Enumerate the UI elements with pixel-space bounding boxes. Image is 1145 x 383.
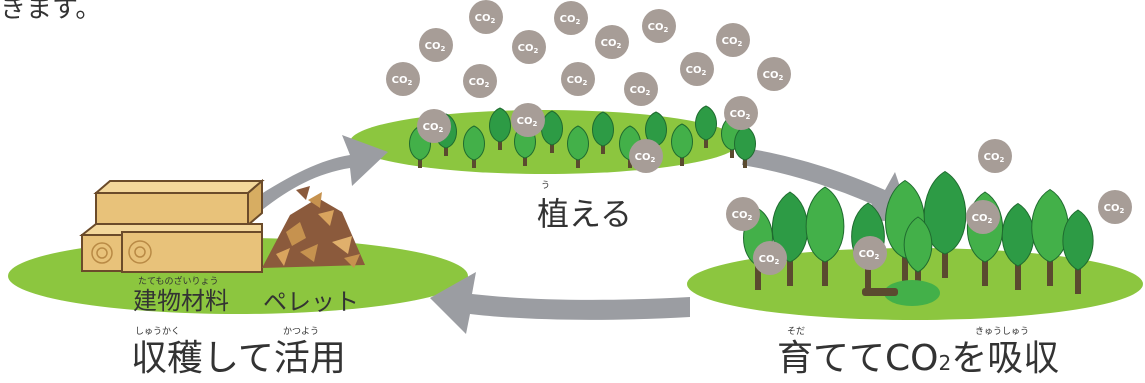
co2-bubble: CO2 [629,139,663,173]
co2-bubble: CO2 [386,62,420,96]
co2-bubble: CO2 [624,72,658,106]
grow-ruby-kyushu: きゅうしゅう [975,327,1030,337]
pellet-pile [262,186,365,268]
co2-bubble-label: CO2 [1104,203,1125,215]
co2-bubble-label: CO2 [763,70,784,82]
co2-bubble: CO2 [417,109,451,143]
arrow-grow-to-harvest [430,272,690,334]
grow-label-after: を吸収 [951,338,1060,379]
co2-bubble-label: CO2 [648,22,669,34]
fallen-log [862,280,940,306]
co2-bubble: CO2 [757,57,791,91]
grow-label-before: 育てて [777,338,886,379]
co2-bubble: CO2 [680,52,714,86]
grown-tree [1031,188,1069,286]
grown-tree [771,191,809,286]
harvest-ruby-katsuyou: かつよう [283,327,320,337]
arrow-plant-to-grow [742,148,912,222]
co2-bubble: CO2 [724,96,758,130]
co2-bubble-label: CO2 [630,85,651,97]
co2-bubble-label: CO2 [732,210,753,222]
co2-bubble-label: CO2 [567,75,588,87]
co2-bubble-label: CO2 [560,14,581,26]
co2-bubble-label: CO2 [425,41,446,53]
co2-bubble: CO2 [1098,190,1132,224]
grown-tree [923,170,967,278]
co2-bubble-label: CO2 [423,122,444,134]
co2-bubble-label: CO2 [859,249,880,261]
small-tree [489,107,511,150]
grown-tree [805,186,845,286]
small-tree [463,125,485,168]
co2-bubble: CO2 [554,1,588,35]
building-material-label: 建物材料 [133,287,229,315]
co2-bubble-label: CO2 [601,38,622,50]
co2-bubble: CO2 [726,197,760,231]
plant-ruby: う [541,181,551,191]
grown-tree [1001,202,1035,290]
grow-label: 育ててCO2を吸収 [777,341,1059,377]
co2-bubble: CO2 [469,0,503,34]
co2-bubble: CO2 [716,23,750,57]
building-material-ruby: たてものざいりょう [138,277,219,287]
pellet-label: ペレット [263,288,359,316]
grow-ruby-sodate: そだ [787,327,806,337]
co2-bubble: CO2 [463,64,497,98]
co2-bubble: CO2 [595,25,629,59]
co2-bubble-label: CO2 [518,43,539,55]
small-tree [734,125,756,168]
harvest-label: 収穫して活用 [131,338,346,379]
co2-bubble-label: CO2 [392,75,413,87]
arrow-harvest-to-plant [252,135,388,210]
small-tree [695,105,717,148]
co2-bubble: CO2 [511,103,545,137]
intro-text-fragment: きます。 [0,0,102,24]
co2-bubble: CO2 [966,200,1000,234]
co2-bubble-label: CO2 [972,213,993,225]
co2-bubble-label: CO2 [730,109,751,121]
timber-stack [79,178,265,273]
co2-bubble: CO2 [753,241,787,275]
co2-bubble-label: CO2 [984,152,1005,164]
co2-bubble-label: CO2 [722,36,743,48]
small-tree [567,125,589,168]
cycle-arrows [252,135,912,334]
small-tree [592,111,614,154]
co2-bubble-label: CO2 [686,65,707,77]
co2-bubble: CO2 [512,30,546,64]
grow-label-co2-sub: 2 [938,351,952,375]
plant-label: 植える [537,195,633,233]
co2-bubble: CO2 [853,236,887,270]
harvest-ruby-shukaku: しゅうかく [135,327,181,337]
co2-bubble-label: CO2 [759,254,780,266]
co2-bubble-label: CO2 [475,13,496,25]
co2-bubble: CO2 [978,139,1012,173]
co2-bubble-label: CO2 [469,77,490,89]
small-tree [671,123,693,166]
grow-label-co2: CO [885,338,939,379]
co2-bubble: CO2 [419,28,453,62]
co2-bubble-label: CO2 [517,116,538,128]
co2-bubble: CO2 [561,62,595,96]
grown-tree [1062,209,1094,294]
co2-bubble-label: CO2 [635,152,656,164]
co2-bubble: CO2 [642,9,676,43]
